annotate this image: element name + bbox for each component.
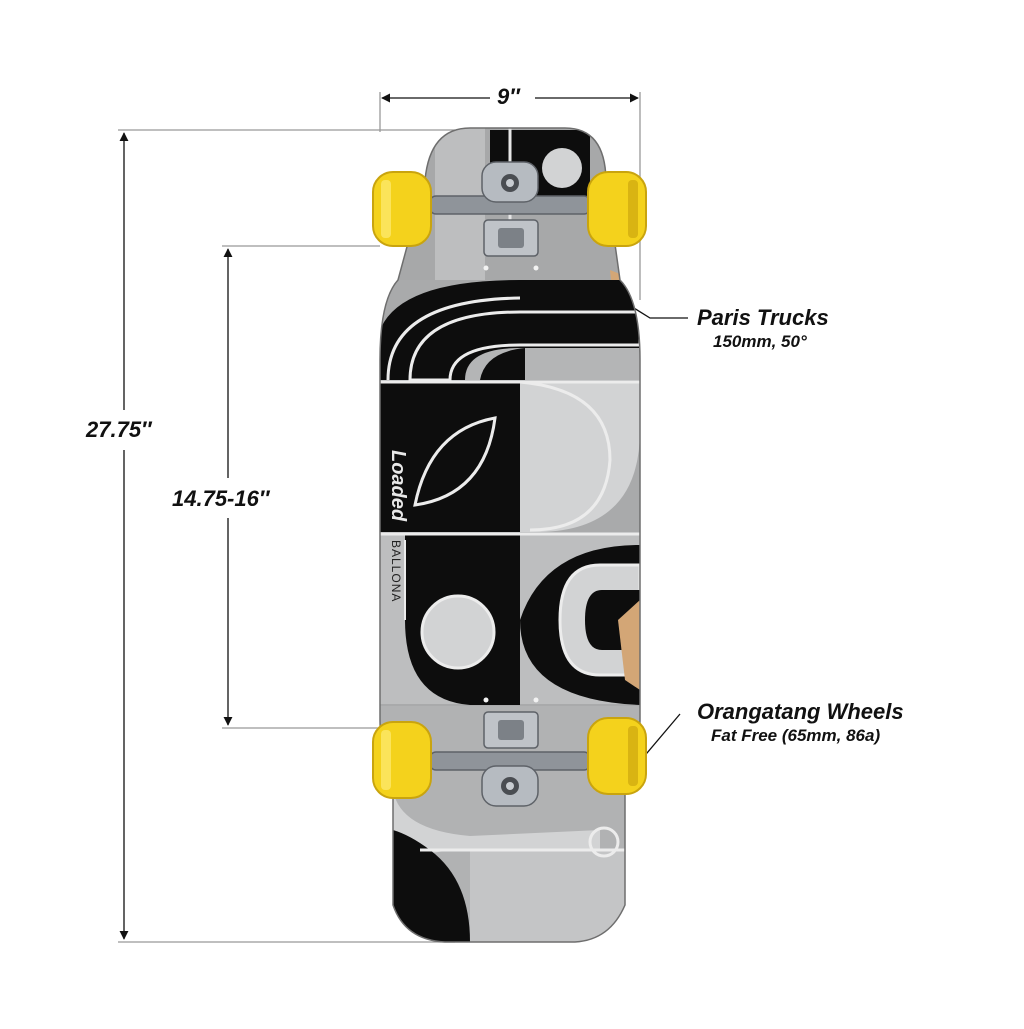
deck-model-name: BALLONA — [389, 540, 403, 602]
trucks-callout-title: Paris Trucks — [697, 305, 829, 330]
length-label: 27.75″ — [86, 417, 152, 442]
deck-brand-logo: Loaded — [387, 450, 409, 522]
rear-right-wheel — [587, 717, 647, 795]
front-right-wheel — [587, 171, 647, 247]
skateboard: Loaded BALLONA — [372, 127, 647, 943]
length-dimension — [118, 129, 455, 943]
deck-outline — [379, 127, 641, 943]
wheelbase-label: 14.75-16″ — [172, 486, 270, 511]
wheels-callout-detail: Fat Free (65mm, 86a) — [711, 726, 881, 745]
wheels-callout-title: Orangatang Wheels — [697, 699, 904, 724]
width-label: 9″ — [497, 84, 520, 109]
front-truck — [429, 161, 591, 257]
trucks-callout-detail: 150mm, 50° — [713, 332, 807, 351]
rear-left-wheel — [372, 721, 432, 799]
front-left-wheel — [372, 171, 432, 247]
wheelbase-dimension — [222, 245, 380, 729]
mounting-holes — [483, 265, 539, 703]
